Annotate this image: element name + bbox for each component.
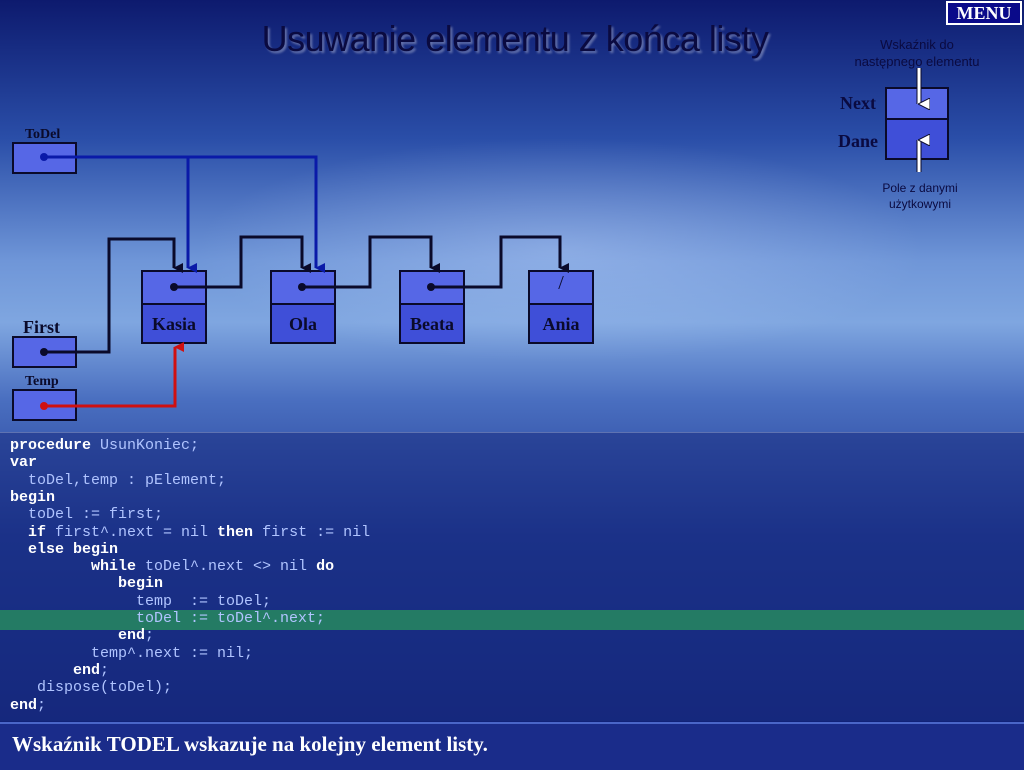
todel-pointer-box <box>12 142 77 174</box>
first-label: First <box>23 317 60 337</box>
code-keyword: else begin <box>10 540 119 558</box>
code-line: begin <box>10 489 55 506</box>
node-next-field <box>399 270 465 305</box>
code-line: toDel := first; <box>10 506 163 523</box>
code-line: while toDel^.next <> nil do <box>10 558 334 575</box>
code-keyword: while <box>91 558 137 576</box>
temp-label: Temp <box>25 374 59 389</box>
code-panel <box>0 432 1024 721</box>
legend-next-label: Next <box>840 93 876 113</box>
code-keyword: do <box>316 558 335 576</box>
legend-data-field <box>885 118 949 160</box>
node-next-field <box>141 270 207 305</box>
caption-text: Wskaźnik TODEL wskazuje na kolejny eleme… <box>12 732 488 756</box>
code-line: dispose(toDel); <box>10 679 172 696</box>
first-pointer-box <box>12 336 77 368</box>
code-line: procedure UsunKoniec; <box>10 437 199 454</box>
legend-next-field <box>885 87 949 120</box>
node-label: Ania <box>542 314 580 334</box>
code-keyword: then <box>217 523 254 541</box>
code-text: temp := toDel; <box>10 592 272 610</box>
code-keyword: begin <box>10 575 164 593</box>
menu-button[interactable]: MENU <box>946 1 1022 25</box>
code-text: UsunKoniec; <box>91 437 200 454</box>
code-keyword: if <box>10 523 47 541</box>
code-text: ; <box>100 661 110 679</box>
code-text: toDel^.next <> nil <box>136 558 317 576</box>
node-data-field <box>270 303 336 344</box>
code-line: if first^.next = nil then first := nil <box>10 524 370 541</box>
code-text: first := nil <box>253 523 371 541</box>
node-next-field <box>270 270 336 305</box>
code-line: else begin <box>10 541 118 558</box>
code-text: ; <box>37 696 47 714</box>
code-text: toDel := toDel^.next; <box>10 610 326 627</box>
code-line: toDel := toDel^.next; <box>10 610 325 627</box>
legend-data-label: Dane <box>838 131 878 151</box>
code-line: temp^.next := nil; <box>10 645 253 662</box>
nil-pointer-symbol: / <box>558 272 564 294</box>
slide-title: Usuwanie elementu z końca listy <box>261 18 769 59</box>
code-text: dispose(toDel); <box>10 679 173 697</box>
code-text: toDel,temp : pElement; <box>10 471 227 489</box>
code-line: end; <box>10 697 46 714</box>
todel-label: ToDel <box>25 127 61 142</box>
todel-arrows <box>40 153 325 273</box>
code-line: toDel,temp : pElement; <box>10 472 226 489</box>
code-text: toDel := first; <box>10 506 164 524</box>
node-data-field <box>528 303 594 344</box>
code-text: first^.next = nil <box>46 523 218 541</box>
current-line-highlight <box>0 610 1024 630</box>
code-line: end; <box>10 662 109 679</box>
node-label: Ola <box>288 314 317 334</box>
code-keyword: begin <box>10 488 56 506</box>
code-line: var <box>10 454 37 471</box>
code-keyword: end <box>10 696 38 714</box>
code-keyword: end <box>10 661 101 679</box>
code-text: ; <box>145 627 155 645</box>
code-text: temp^.next := nil; <box>10 644 254 662</box>
code-line: begin <box>10 575 163 592</box>
code-keyword: var <box>10 454 38 472</box>
node-data-field <box>399 303 465 344</box>
legend-data-description: Pole z danymi użytkowymi <box>882 181 958 211</box>
caption-bar: Wskaźnik TODEL wskazuje na kolejny eleme… <box>0 722 1024 770</box>
node-label: Kasia <box>151 314 196 334</box>
temp-pointer-box <box>12 389 77 421</box>
code-line: end; <box>10 627 154 644</box>
code-text <box>10 558 91 575</box>
node-label: Beata <box>410 314 454 334</box>
legend-next-description: Wskaźnik do następnego elementu <box>854 37 980 69</box>
code-keyword: procedure <box>10 437 92 454</box>
code-keyword: end <box>10 627 146 645</box>
code-line: temp := toDel; <box>10 593 271 610</box>
